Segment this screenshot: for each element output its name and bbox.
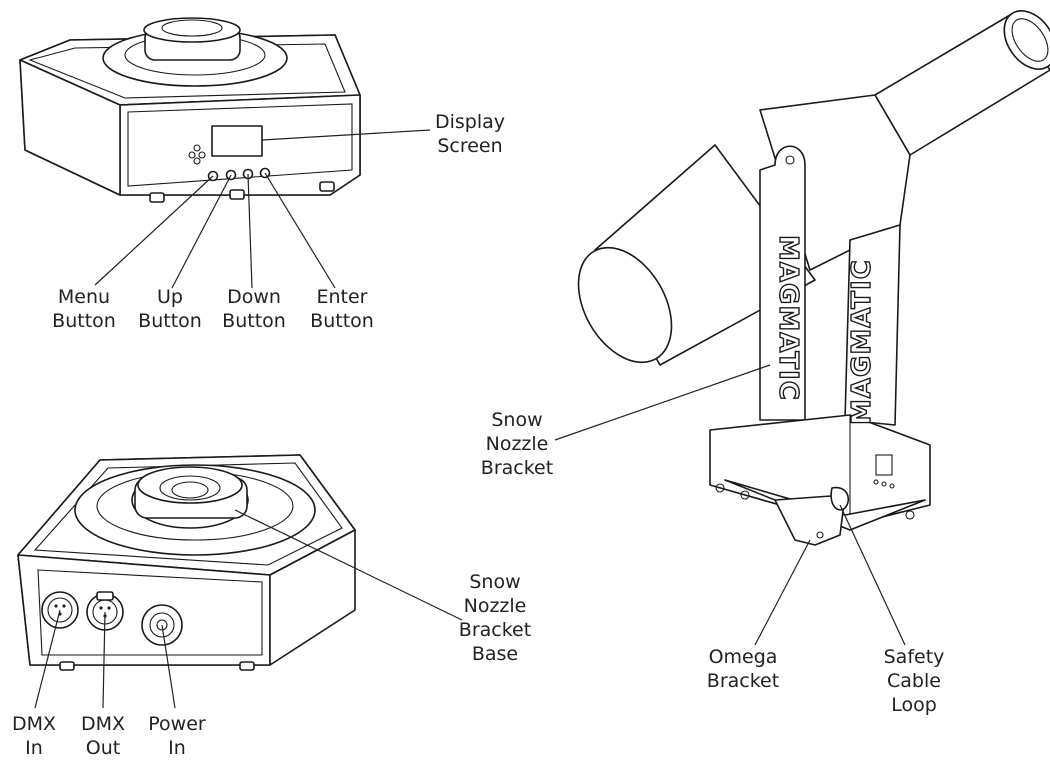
safety-cable-loop-shape	[830, 486, 849, 511]
svg-text:Bracket: Bracket	[459, 619, 531, 641]
svg-text:Cable: Cable	[887, 670, 941, 692]
svg-text:Button: Button	[138, 310, 202, 332]
svg-text:Nozzle: Nozzle	[486, 433, 549, 455]
label-up-button: Up Button	[138, 286, 202, 332]
svg-text:Out: Out	[86, 737, 120, 759]
svg-text:Nozzle: Nozzle	[464, 595, 527, 617]
base-unit-front-view	[19, 17, 361, 203]
leader-lines-top-left	[94, 129, 431, 289]
label-power-in: Power In	[148, 713, 206, 759]
svg-text:Snow: Snow	[491, 409, 542, 431]
leader-lines-bottom-left	[34, 509, 463, 709]
label-omega-bracket: Omega Bracket	[707, 646, 779, 692]
svg-text:Bracket: Bracket	[481, 457, 553, 479]
label-enter-button: Enter Button	[310, 286, 374, 332]
label-snow-nozzle-bracket: Snow Nozzle Bracket	[481, 409, 553, 479]
svg-text:Display: Display	[435, 111, 505, 133]
svg-text:Screen: Screen	[437, 135, 502, 157]
brand-mark-rear-arm: MAGMATIC	[847, 259, 877, 425]
svg-text:Menu: Menu	[58, 286, 110, 308]
svg-text:Button: Button	[310, 310, 374, 332]
svg-text:Down: Down	[227, 286, 281, 308]
svg-text:Omega: Omega	[709, 646, 778, 668]
svg-text:In: In	[25, 737, 43, 759]
label-dmx-in: DMX In	[12, 713, 56, 759]
label-snow-nozzle-bracket-base: Snow Nozzle Bracket Base	[459, 571, 531, 665]
base-unit-rear-view	[17, 454, 356, 671]
leader-lines-right	[554, 364, 906, 646]
svg-text:DMX: DMX	[81, 713, 125, 735]
svg-text:Loop: Loop	[891, 694, 937, 716]
svg-text:Up: Up	[157, 286, 183, 308]
label-safety-cable-loop: Safety Cable Loop	[884, 646, 945, 716]
label-dmx-out: DMX Out	[81, 713, 125, 759]
svg-text:Button: Button	[52, 310, 116, 332]
svg-text:Base: Base	[472, 643, 518, 665]
svg-text:Enter: Enter	[317, 286, 368, 308]
label-display-screen: Display Screen	[435, 111, 505, 157]
brand-mark-front-arm: MAGMATIC	[773, 235, 803, 401]
svg-text:Button: Button	[222, 310, 286, 332]
svg-text:Bracket: Bracket	[707, 670, 779, 692]
label-down-button: Down Button	[222, 286, 286, 332]
svg-text:Power: Power	[148, 713, 206, 735]
svg-text:Snow: Snow	[469, 571, 520, 593]
display-screen-shape	[211, 125, 263, 157]
svg-text:Safety: Safety	[884, 646, 945, 668]
svg-text:DMX: DMX	[12, 713, 56, 735]
label-menu-button: Menu Button	[52, 286, 116, 332]
mounted-unit-assembly	[577, 10, 1050, 546]
svg-text:In: In	[168, 737, 186, 759]
